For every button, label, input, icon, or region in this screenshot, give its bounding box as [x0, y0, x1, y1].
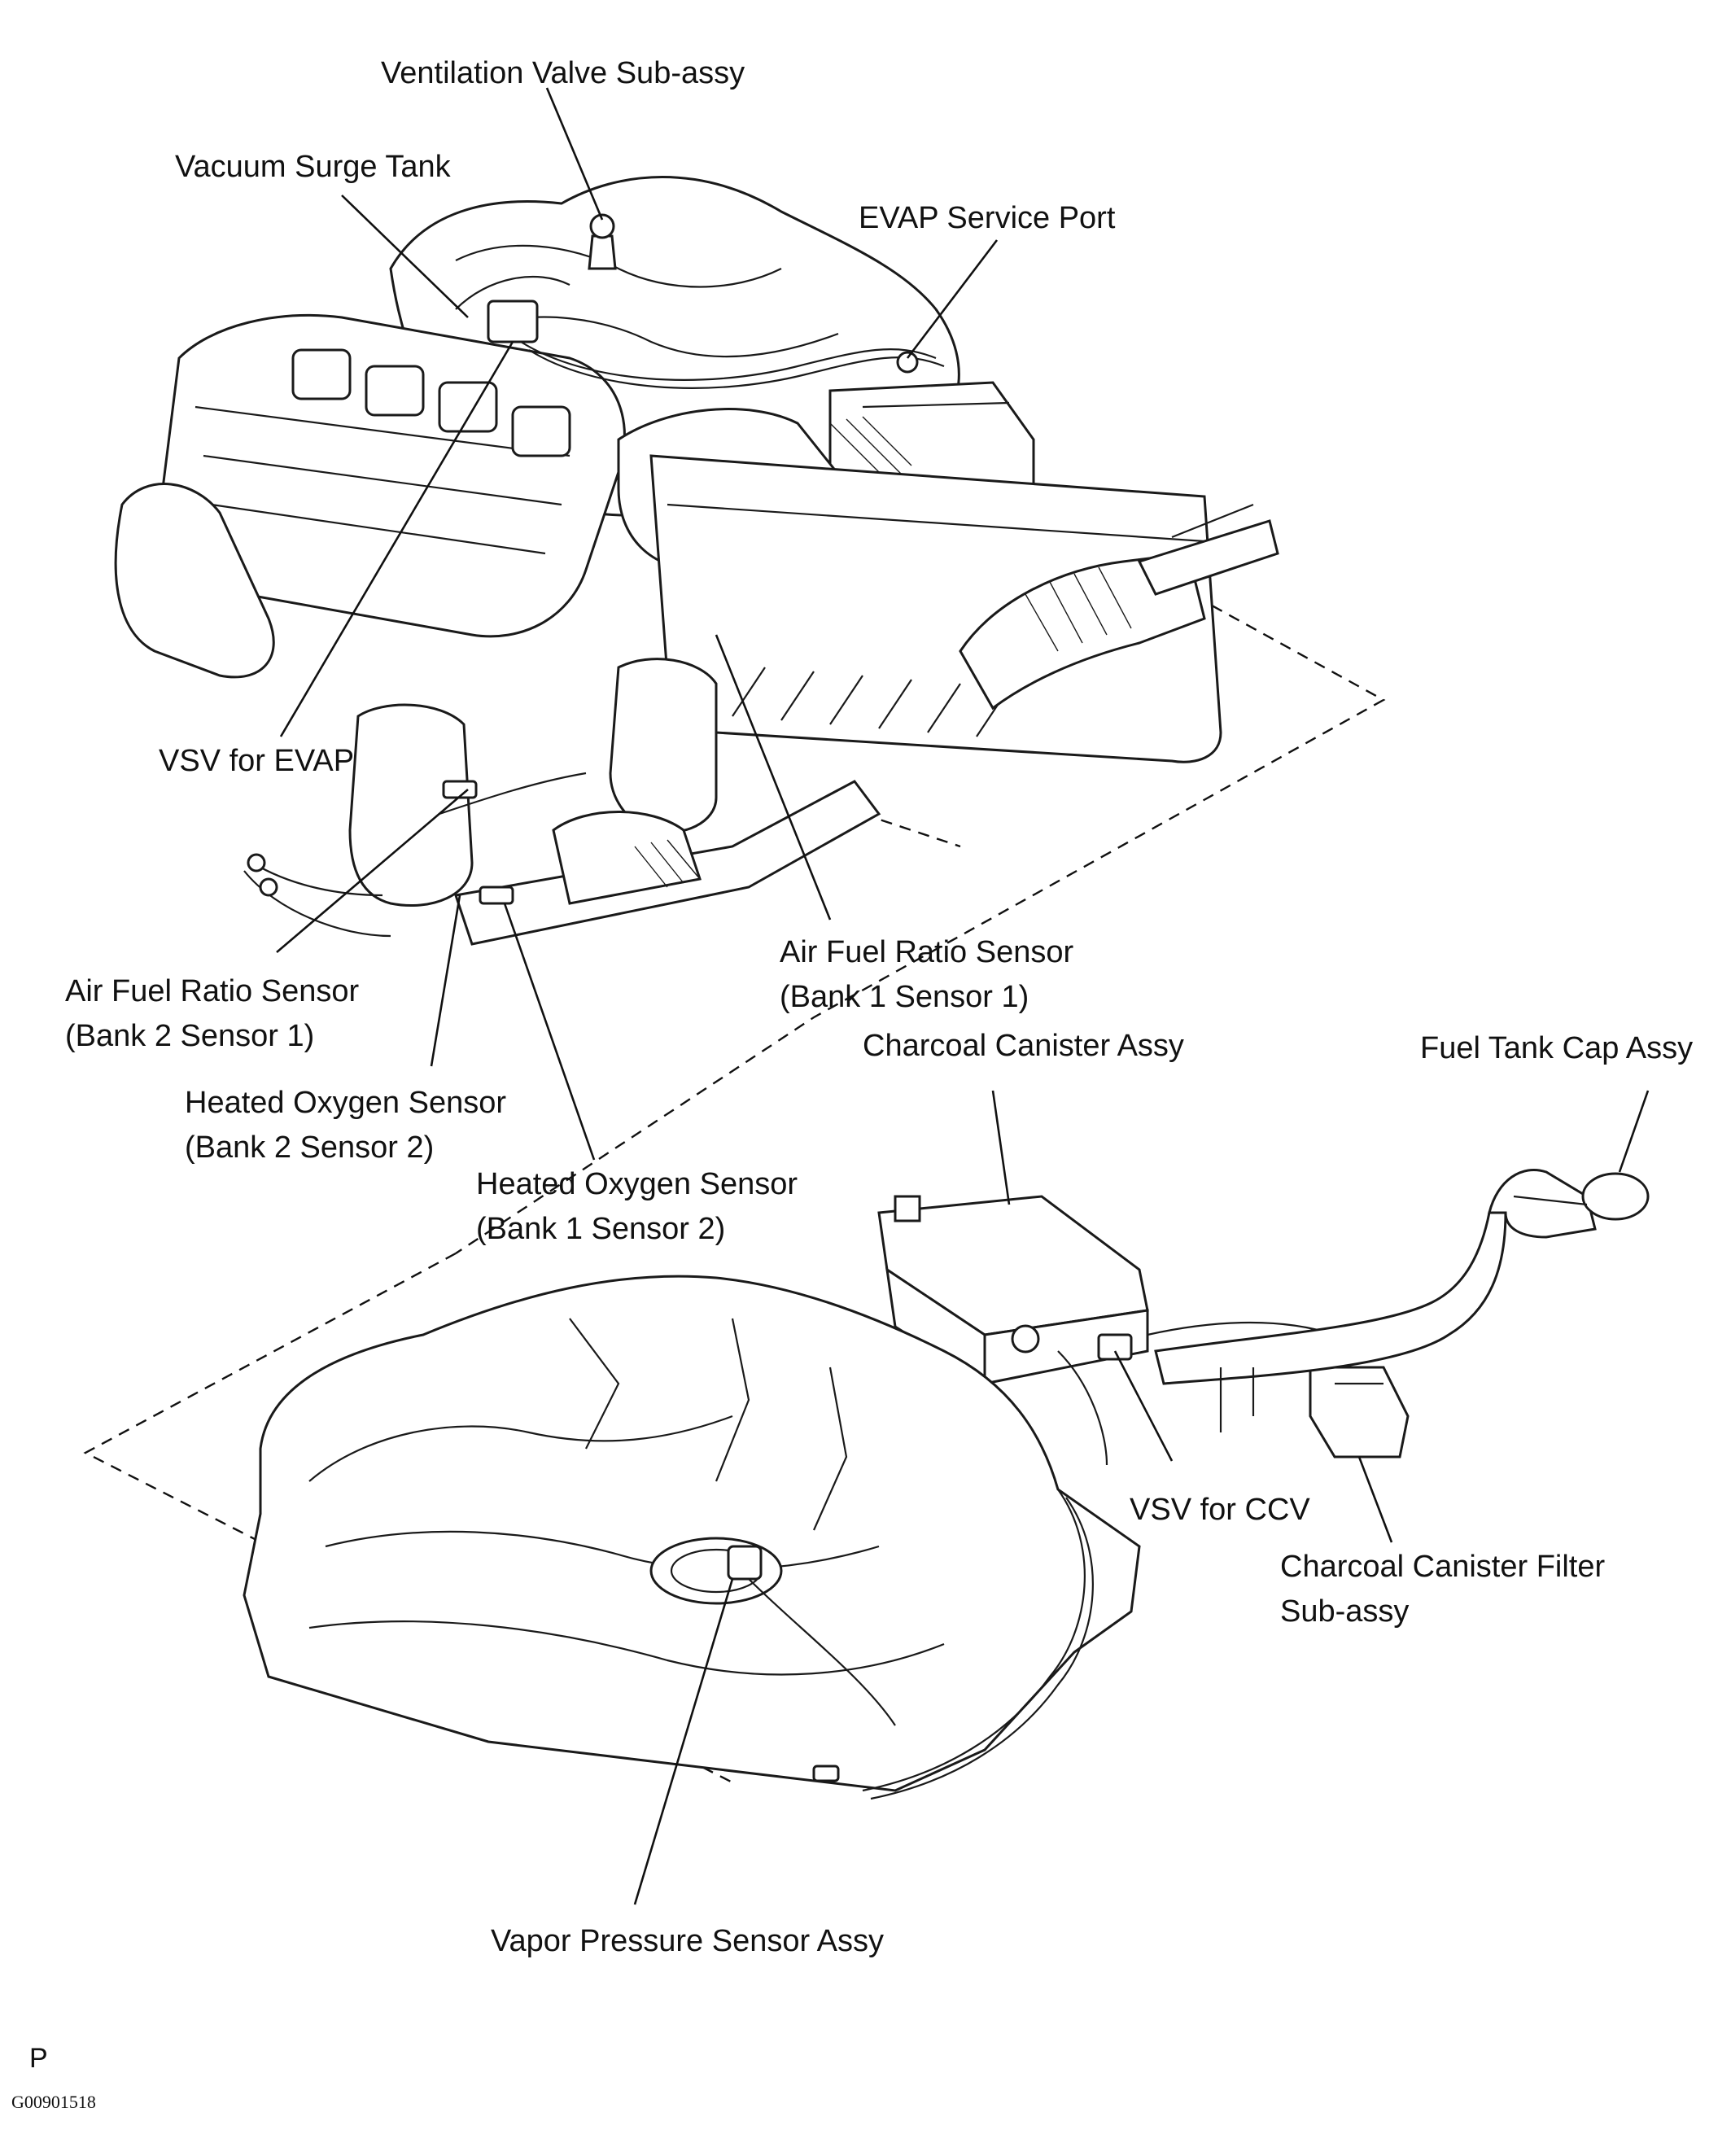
label-fuel-tank-cap: Fuel Tank Cap Assy [1420, 1031, 1694, 1065]
engine-assembly [114, 176, 1279, 946]
label-afr-bank1-line2: (Bank 1 Sensor 1) [780, 980, 1029, 1014]
fuel-tank-assembly [243, 1275, 1141, 1800]
label-ventilation-valve: Ventilation Valve Sub-assy [381, 56, 745, 90]
label-vapor-pressure-sensor: Vapor Pressure Sensor Assy [491, 1924, 884, 1958]
label-canister-filter-line1: Charcoal Canister Filter [1280, 1550, 1606, 1584]
label-ho2-bank2-line1: Heated Oxygen Sensor [185, 1086, 507, 1120]
label-canister-filter-line2: Sub-assy [1280, 1594, 1410, 1629]
label-evap-service-port: EVAP Service Port [859, 201, 1116, 235]
label-vsv-evap: VSV for EVAP [159, 744, 355, 778]
label-afr-bank2-line1: Air Fuel Ratio Sensor [65, 974, 360, 1008]
label-afr-bank2-line2: (Bank 2 Sensor 1) [65, 1019, 315, 1053]
charcoal-canister-assembly [877, 1195, 1335, 1466]
fuel-filler-assembly [1154, 1168, 1650, 1432]
canister-filter-assembly [1309, 1366, 1410, 1458]
label-afr-bank1-line1: Air Fuel Ratio Sensor [780, 935, 1074, 969]
label-vsv-ccv: VSV for CCV [1130, 1493, 1310, 1527]
figure-code: G00901518 [11, 2092, 96, 2112]
label-vacuum-surge-tank: Vacuum Surge Tank [175, 150, 451, 184]
label-ho2-bank1-line2: (Bank 1 Sensor 2) [476, 1212, 726, 1246]
label-ho2-bank2-line2: (Bank 2 Sensor 2) [185, 1130, 435, 1165]
footer-marker: P [29, 2043, 48, 2074]
leader-lines [276, 87, 1650, 1905]
label-charcoal-canister: Charcoal Canister Assy [863, 1029, 1184, 1063]
label-ho2-bank1-line1: Heated Oxygen Sensor [476, 1167, 798, 1201]
